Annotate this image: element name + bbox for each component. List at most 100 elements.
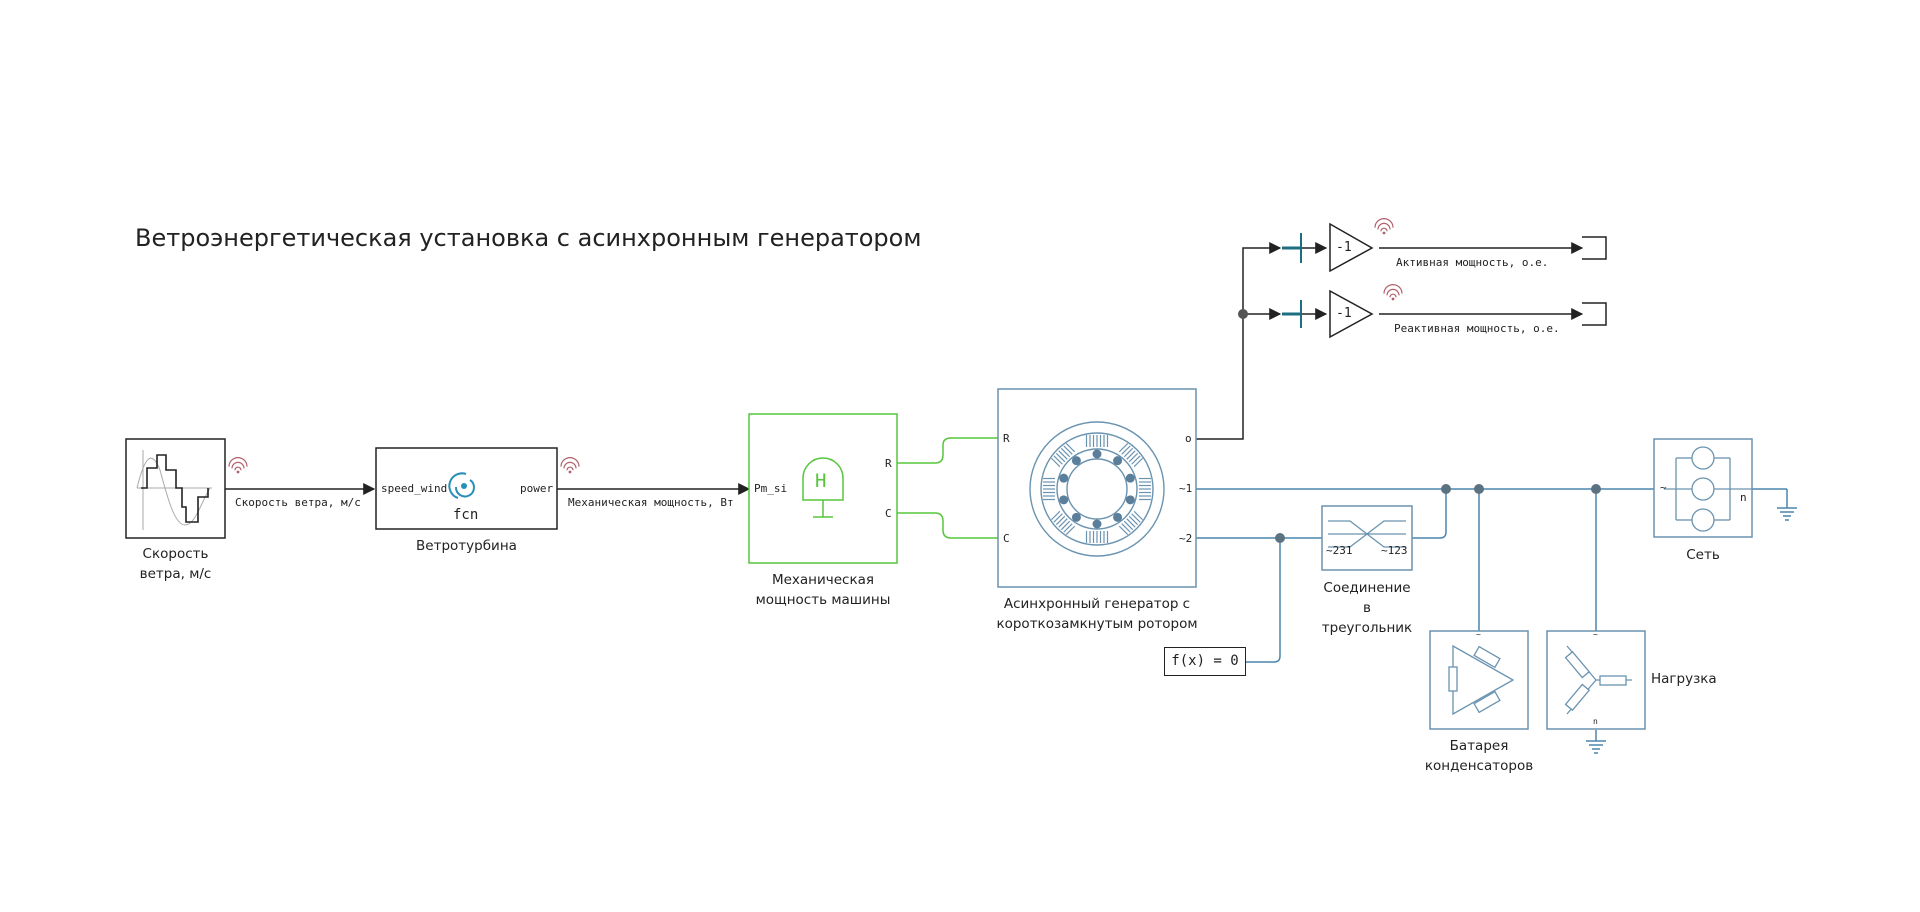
stator-coil-line <box>1128 515 1139 526</box>
stator-coil-line <box>1055 452 1066 463</box>
stator-coil-line <box>1058 450 1068 460</box>
capacitor-bank-block[interactable] <box>1429 630 1529 730</box>
stator-coil-line <box>1060 520 1071 531</box>
stator-coil-line <box>1065 442 1076 453</box>
node-bus-1 <box>1441 484 1451 494</box>
wind-speed-block[interactable] <box>125 438 226 539</box>
stator-coil-line <box>1133 457 1144 468</box>
mech-power-block[interactable] <box>748 413 898 564</box>
rotor-bar-dot <box>1125 473 1135 483</box>
stator-coil-line <box>1123 447 1134 458</box>
stator-coil-line <box>1053 513 1063 523</box>
rotor-bar-dot <box>1059 495 1069 505</box>
stator-coils-icon <box>1043 435 1151 543</box>
delta-cross-icon <box>1328 520 1406 548</box>
branch-point-signal <box>1238 309 1248 319</box>
signal-logging-icon[interactable] <box>1374 218 1394 235</box>
signal-logging-icon[interactable] <box>560 457 580 474</box>
stator-coil-line <box>1050 457 1061 468</box>
bus-selector-1[interactable] <box>1282 233 1302 263</box>
rotor-bars-icon <box>1059 449 1135 529</box>
node-bus-3 <box>1591 484 1601 494</box>
signal-label-active: Активная мощность, о.е. <box>1396 256 1549 269</box>
gen-port-r: R <box>1003 432 1010 445</box>
gen-port-2: ~2 <box>1179 532 1193 545</box>
stator-coil-line <box>1126 518 1136 528</box>
stator-coil-line <box>1128 452 1139 463</box>
diagram-title: Ветроэнергетическая установка с асинхрон… <box>135 224 922 252</box>
mech-source-icon <box>802 457 844 518</box>
wire-mech-r[interactable] <box>897 437 998 464</box>
stator-coil-line <box>1053 455 1063 465</box>
node-bus-2 <box>1474 484 1484 494</box>
fcn-icon <box>448 472 475 499</box>
induction-generator-block[interactable] <box>997 388 1197 588</box>
wire-delta-to-bus[interactable] <box>1412 489 1447 539</box>
stator-coil-line <box>1121 445 1131 455</box>
rotor-bar-dot <box>1071 456 1081 466</box>
grid-block[interactable] <box>1653 438 1753 538</box>
stator-coil-line <box>1050 510 1061 521</box>
rotor-bar-dot <box>1092 449 1102 459</box>
stator-coil-line <box>1123 520 1134 531</box>
gen-port-1: ~1 <box>1179 482 1193 495</box>
mech-icon-letter: H <box>815 470 827 492</box>
stator-coil-line <box>1055 515 1066 526</box>
mech-power-label: Механическая мощность машины <box>755 572 891 608</box>
load-port-top: ~ <box>1593 630 1598 639</box>
turbine-port-out: power <box>520 482 554 495</box>
signal-logging-icon[interactable] <box>228 457 248 474</box>
solver-config-block[interactable]: f(x) = 0 <box>1164 647 1246 676</box>
stator-coil-line <box>1126 450 1136 460</box>
delta-label: Соединение в треугольник <box>1321 580 1413 636</box>
wire-mech-c[interactable] <box>897 512 998 539</box>
bus-selector-2[interactable] <box>1282 300 1302 328</box>
turbine-port-in: speed_wind <box>381 482 448 495</box>
delta-port-a: ~231 <box>1326 544 1353 557</box>
gen-port-o: o <box>1185 432 1192 445</box>
stator-coil-line <box>1063 523 1073 533</box>
rotor-bar-dot <box>1071 512 1081 522</box>
voltage-sources-icon <box>1664 446 1752 532</box>
stator-coil-line <box>1131 513 1141 523</box>
load-label: Нагрузка <box>1651 671 1717 687</box>
load-star-icon <box>1564 645 1632 715</box>
stator-coil-line <box>1118 525 1129 536</box>
rotor-bar-dot <box>1113 456 1123 466</box>
wire-gen-o-branch[interactable] <box>1196 242 1282 440</box>
stator-coil-line <box>1118 442 1129 453</box>
load-block[interactable] <box>1546 630 1646 730</box>
rotor-bar-dot <box>1125 495 1135 505</box>
grid-port-n: n <box>1740 491 1747 504</box>
output-terminator-1[interactable] <box>1582 236 1607 260</box>
capacitor-port-top: ~ <box>1476 630 1481 639</box>
wind-speed-label: Скорость ветра, м/с <box>139 546 212 582</box>
mech-port-c: C <box>885 507 892 520</box>
gain-block-2[interactable] <box>1329 289 1374 339</box>
signal-logging-icon[interactable] <box>1383 284 1403 301</box>
signal-label-mech: Механическая мощность, Вт <box>568 496 734 509</box>
signal-label-wind: Скорость ветра, м/с <box>235 496 361 509</box>
delta-connection-block[interactable] <box>1321 505 1413 571</box>
step-signal-icon <box>141 454 209 523</box>
rotor-bar-dot <box>1059 473 1069 483</box>
stator-coil-line <box>1060 447 1071 458</box>
generator-icon <box>1029 421 1165 557</box>
delta-port-b: ~123 <box>1381 544 1408 557</box>
stator-coil-line <box>1131 455 1141 465</box>
wire-fx-to-node[interactable] <box>1246 538 1281 663</box>
load-port-bottom: n <box>1593 717 1598 726</box>
output-terminator-2[interactable] <box>1582 302 1607 326</box>
gain2-value: -1 <box>1336 306 1352 321</box>
signal-label-reactive: Реактивная мощность, о.е. <box>1394 322 1560 335</box>
generator-label: Асинхронный генератор с короткозамкнутым… <box>996 596 1198 632</box>
stator-coil-line <box>1065 525 1076 536</box>
rotor-bar-dot <box>1092 519 1102 529</box>
stator-coil-line <box>1063 445 1073 455</box>
turbine-label: Ветротурбина <box>416 538 517 554</box>
turbine-block[interactable] <box>375 447 558 530</box>
gain-block-1[interactable] <box>1329 222 1374 273</box>
capacitor-label: Батарея конденсаторов <box>1424 738 1534 774</box>
mech-port-r: R <box>885 457 892 470</box>
